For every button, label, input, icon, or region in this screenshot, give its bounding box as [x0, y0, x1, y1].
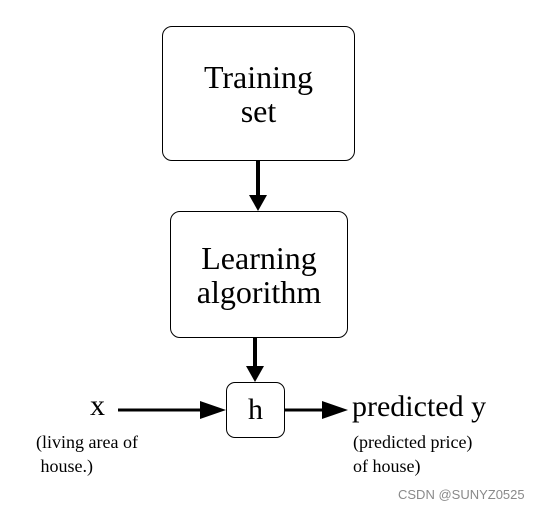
output-description-line1: (predicted price): [353, 432, 473, 452]
arrow-h-to-y-head: [322, 401, 348, 419]
input-symbol: x: [90, 389, 105, 422]
training-set-line2: set: [240, 92, 277, 129]
training-set-box: Training set: [162, 26, 355, 161]
output-description-line2: of house): [353, 456, 421, 476]
hypothesis-box: h: [226, 382, 285, 438]
hypothesis-label: h: [248, 393, 263, 426]
learning-algorithm-line2: algorithm: [196, 273, 322, 310]
learning-algorithm-line1: Learning: [201, 239, 317, 276]
training-set-line1: Training: [203, 58, 314, 95]
input-description-line2: house.): [36, 456, 94, 476]
output-description: (predicted price) of house): [353, 430, 472, 478]
output-symbol: predicted y: [352, 390, 487, 423]
input-description: (living area of house.): [36, 430, 138, 478]
arrow-x-to-h-head: [200, 401, 226, 419]
watermark: CSDN @SUNYZ0525: [398, 487, 525, 502]
input-description-line1: (living area of: [36, 432, 138, 452]
arrow-learning-to-h-head: [246, 366, 264, 382]
learning-algorithm-box: Learning algorithm: [170, 211, 348, 338]
arrow-training-to-learning-head: [249, 195, 267, 211]
